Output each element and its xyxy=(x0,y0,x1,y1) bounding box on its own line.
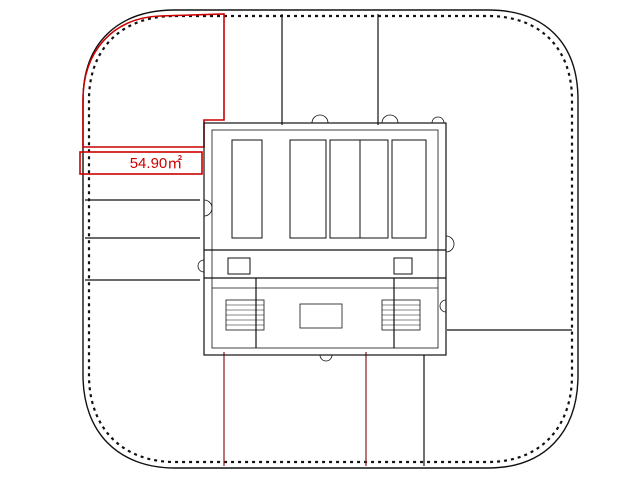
partition-lines xyxy=(85,14,572,466)
highlighted-room xyxy=(79,13,225,175)
stair-treads xyxy=(226,304,420,326)
building-core xyxy=(203,122,447,356)
building-outline xyxy=(82,9,579,469)
door-swings xyxy=(197,114,455,362)
room-blocks xyxy=(227,139,427,275)
room-area-label: 54.90㎡ xyxy=(129,155,183,172)
corridor-lines xyxy=(223,352,367,466)
